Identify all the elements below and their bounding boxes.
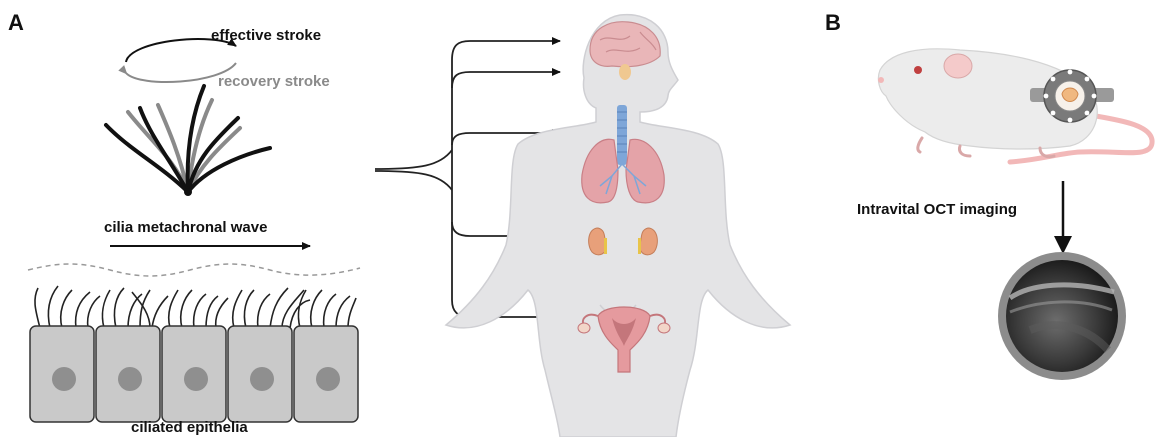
epithelia-label: ciliated epithelia: [131, 419, 248, 436]
panel-b-label: B: [825, 10, 841, 35]
nucleus: [316, 367, 340, 391]
oct-arrow-head: [1054, 236, 1072, 254]
panel-a-label: A: [8, 10, 24, 35]
wave-label: cilia metachronal wave: [104, 219, 267, 236]
nucleus: [52, 367, 76, 391]
effective-stroke-label: effective stroke: [211, 27, 321, 44]
trachea-icon: [617, 105, 627, 165]
cilia-beat-icon: [106, 86, 270, 196]
epithelial-cilia: [35, 286, 356, 328]
ciliated-epithelium: [30, 286, 358, 422]
nucleus: [250, 367, 274, 391]
oct-label: Intravital OCT imaging: [857, 201, 1017, 218]
nucleus: [118, 367, 142, 391]
human-body-icon: [446, 15, 790, 437]
nucleus: [184, 367, 208, 391]
oct-image-icon: [998, 252, 1126, 380]
mouse-icon: [878, 49, 1152, 162]
recovery-stroke-label: recovery stroke: [218, 73, 330, 90]
wave-envelope: [28, 264, 360, 276]
